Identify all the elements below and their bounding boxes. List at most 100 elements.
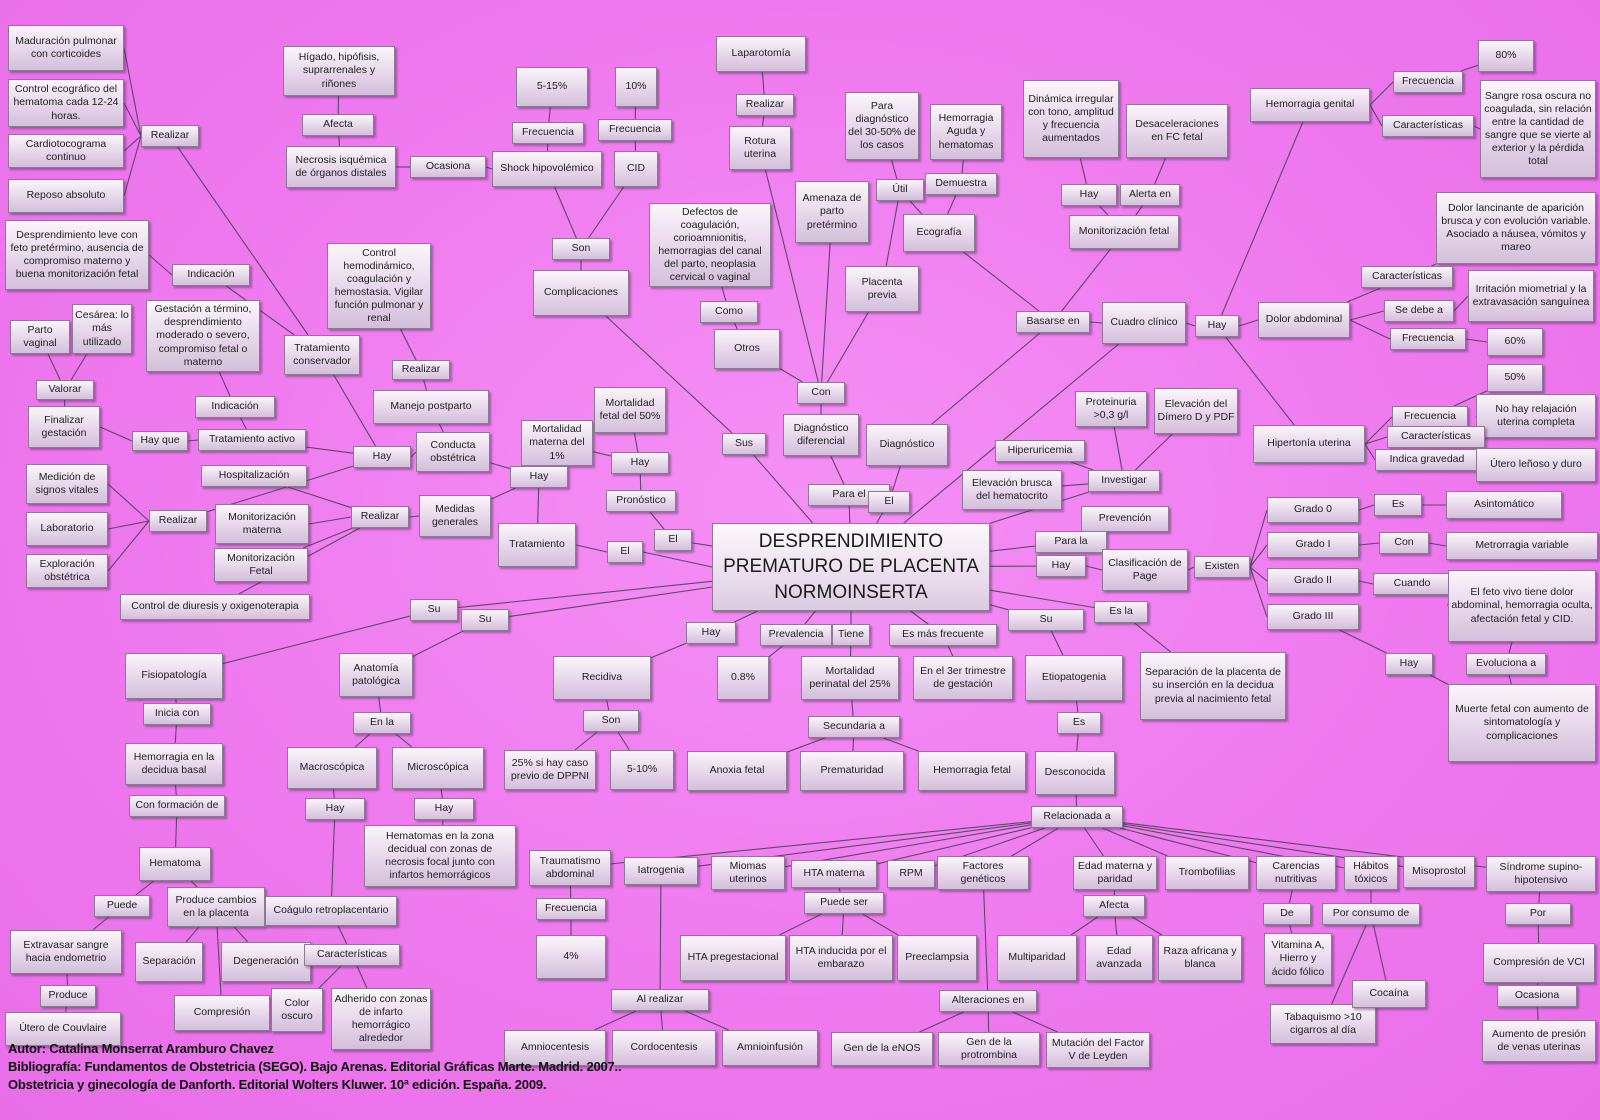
connector-178 <box>1102 827 1168 857</box>
connector-157 <box>768 645 783 658</box>
map-node-n21: Conducta obstétrica <box>416 432 490 472</box>
connector-89 <box>1349 310 1385 321</box>
connector-199 <box>1114 916 1118 936</box>
connector-84 <box>1460 64 1479 72</box>
connector-163 <box>786 737 825 753</box>
map-node-n195: Carencias nutritivas <box>1256 856 1336 890</box>
connector-92 <box>1465 338 1488 343</box>
map-node-n5: Realizar <box>141 125 199 147</box>
connector-60 <box>961 159 964 174</box>
map-node-n166: Es <box>1057 712 1101 734</box>
map-node-n107: Existen <box>1194 556 1250 578</box>
map-node-n85: Características <box>1361 266 1453 288</box>
connector-28 <box>408 515 420 518</box>
connector-46 <box>762 115 765 127</box>
connector-74 <box>1099 205 1109 216</box>
connector-160 <box>910 610 929 625</box>
connector-87 <box>1346 287 1381 303</box>
map-node-n109: Es <box>1374 494 1422 516</box>
map-node-n71: Dinámica irregular con tono, amplitud y … <box>1023 80 1119 158</box>
map-node-n30: Medidas generales <box>419 495 491 537</box>
connector-73 <box>1154 157 1167 185</box>
map-node-n63: Mortalidad materna del 1% <box>521 420 593 466</box>
connector-13 <box>240 417 247 430</box>
map-node-n144: Hematomas en la zona decidual con zonas … <box>364 825 516 887</box>
map-node-n139: En la <box>353 712 411 734</box>
map-node-n192: Edad avanzada <box>1085 935 1153 981</box>
map-node-n131: Produce cambios en la placenta <box>167 887 265 927</box>
connector-67 <box>592 451 612 457</box>
map-node-n99: Elevación del Dímero D y PDF <box>1154 388 1238 434</box>
map-node-n46: Rotura uterina <box>729 126 791 170</box>
map-node-n116: El feto vivo tiene dolor abdominal, hemo… <box>1448 570 1596 642</box>
connector-56 <box>891 159 898 180</box>
map-node-n147: Color oscuro <box>271 988 323 1032</box>
map-node-n159: En el 3er trimestre de gestación <box>913 656 1013 700</box>
map-node-n113: Metrorragia variable <box>1446 532 1598 560</box>
map-node-n61: El <box>868 491 910 513</box>
connector-21 <box>107 483 150 522</box>
connector-125 <box>457 580 713 609</box>
connector-205 <box>1372 924 1387 981</box>
map-node-n82: Características <box>1382 115 1474 137</box>
map-node-n77: Cuadro clínico <box>1102 302 1186 344</box>
connector-154 <box>574 731 598 751</box>
connector-94 <box>1453 390 1488 407</box>
connector-29 <box>490 487 516 500</box>
map-node-n169: Traumatismo abdominal <box>529 850 611 886</box>
connector-80 <box>1221 121 1304 316</box>
map-node-n155: 0.8% <box>717 656 769 700</box>
map-node-n124: Su <box>461 609 509 631</box>
connector-173 <box>784 824 1032 868</box>
connector-193 <box>983 889 989 991</box>
map-node-n56: Placenta previa <box>845 266 919 312</box>
connector-146 <box>440 788 443 799</box>
map-node-n93: No hay relajación uterina completa <box>1476 394 1596 438</box>
map-node-n164: Su <box>1008 609 1084 631</box>
connector-61 <box>962 251 1040 312</box>
map-node-n44: Laparotomía <box>716 36 806 72</box>
connector-142 <box>354 733 371 748</box>
map-node-n198: Hábitos tóxicos <box>1344 856 1398 890</box>
map-node-n45: Realizar <box>736 94 794 116</box>
map-node-n16: Tratamiento conservador <box>284 335 360 375</box>
map-node-n72: Desaceleraciones en FC fetal <box>1126 104 1228 158</box>
connector-26 <box>302 527 353 549</box>
connector-2 <box>123 135 142 152</box>
map-node-n11: Finalizar gestación <box>28 406 100 448</box>
connector-200 <box>1131 916 1163 936</box>
map-node-n184: Factores genéticos <box>937 856 1029 890</box>
connector-49 <box>733 322 738 330</box>
connector-204 <box>1331 924 1367 1005</box>
map-node-n51: Para diagnóstico del 30-50% de los casos <box>845 92 919 160</box>
map-node-n17: Control hemodinámico, coagulación y hemo… <box>327 243 431 329</box>
connector-190 <box>779 913 823 936</box>
connector-91 <box>1349 319 1391 340</box>
map-node-n160: Secundaria a <box>808 716 900 738</box>
connector-161 <box>947 645 954 657</box>
connector-76 <box>1061 248 1112 312</box>
map-node-n67: Pronóstico <box>606 490 676 512</box>
connector-131 <box>174 784 177 796</box>
map-node-n35: Ocasiona <box>410 156 486 178</box>
connector-83 <box>1369 81 1394 106</box>
connector-100 <box>1113 426 1123 471</box>
connector-128 <box>412 630 464 657</box>
connector-93 <box>1364 416 1393 445</box>
map-node-n171: 4% <box>536 935 606 979</box>
connector-130 <box>174 724 177 744</box>
map-node-n135: Produce <box>40 985 96 1007</box>
map-node-n196: De <box>1263 903 1311 925</box>
connector-155 <box>617 731 630 751</box>
map-node-n163: Hemorragia fetal <box>918 751 1026 791</box>
connector-75 <box>1135 205 1143 216</box>
connector-162 <box>851 699 854 717</box>
connector-152 <box>650 642 687 659</box>
map-node-n25: Realizar <box>149 510 207 532</box>
map-node-n152: 25% si hay caso previo de DPPNI <box>504 750 596 790</box>
connector-30 <box>489 462 511 470</box>
map-node-n8: Parto vaginal <box>10 320 70 354</box>
map-node-n19: Manejo postparto <box>373 390 489 424</box>
connector-8 <box>70 353 88 381</box>
map-node-n91: 50% <box>1487 364 1543 392</box>
